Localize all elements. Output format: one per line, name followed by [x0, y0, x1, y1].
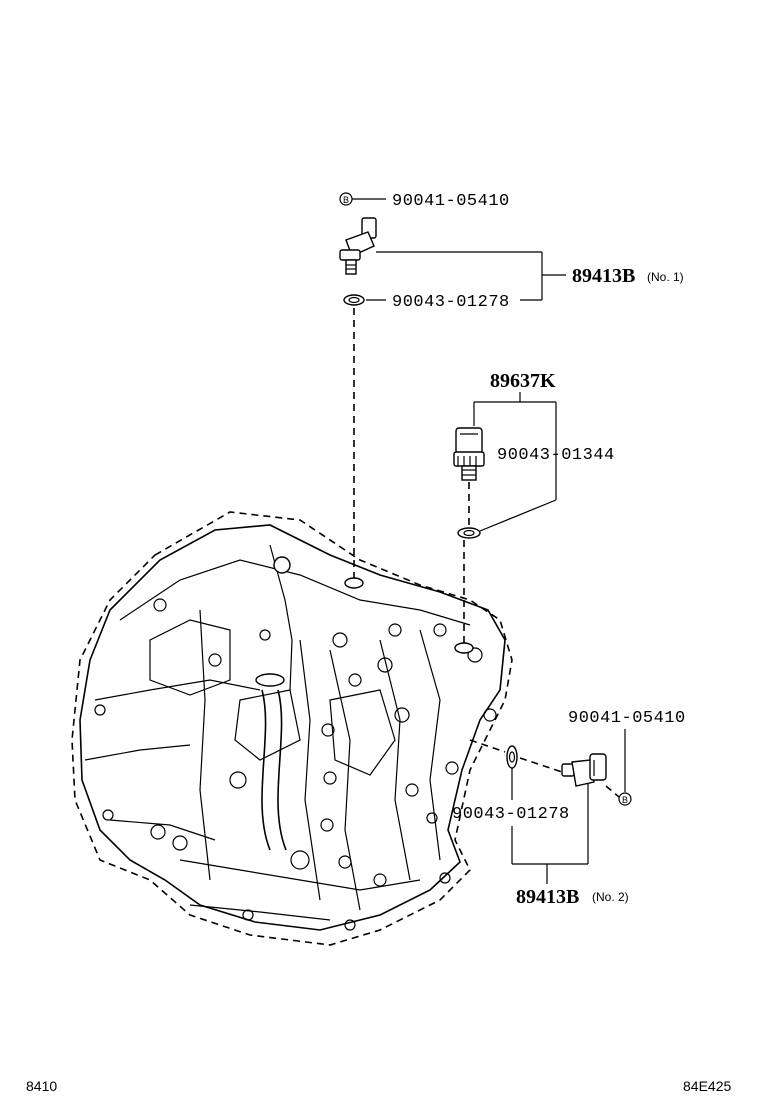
pressure-switch-group: 89637K 90043-01344 — [453, 370, 615, 643]
footer-right-code: 84E425 — [683, 1078, 731, 1094]
pressure-switch-icon — [453, 427, 485, 481]
bolt-marker-top: B — [343, 195, 349, 205]
oring-top-icon — [343, 294, 365, 306]
bolt-marker-right: B — [622, 795, 628, 805]
callout-oring-right: 90043-01278 — [452, 805, 570, 824]
callout-sensor-no1-suffix: (No. 1) — [647, 270, 684, 284]
callout-bolt-right: 90041-05410 — [568, 709, 686, 728]
callout-sensor-no2-code: 89413B — [516, 886, 579, 908]
callout-sensor-no1-code: 89413B — [572, 265, 635, 287]
speed-sensor-no1-icon — [339, 217, 377, 275]
speed-sensor-no2-icon — [561, 753, 607, 787]
callout-bolt-top: 90041-05410 — [392, 192, 510, 211]
speed-sensor-no2-group: 90041-05410 B 90043-01278 89413B (No. 2) — [452, 709, 686, 908]
callout-oring-top: 90043-01278 — [392, 293, 510, 312]
speed-sensor-no1-group: B 90041-05410 90043-01278 89413B (No. 1) — [339, 192, 684, 578]
transaxle-housing — [71, 511, 513, 946]
callout-switch-oring: 90043-01344 — [497, 446, 615, 465]
oring-switch-icon — [457, 527, 481, 539]
callout-switch-code: 89637K — [490, 370, 556, 392]
footer-left-code: 8410 — [26, 1078, 57, 1094]
callout-sensor-no2-suffix: (No. 2) — [592, 890, 629, 904]
oring-right-icon — [506, 745, 518, 769]
bolt-marker-right-circle — [618, 792, 632, 806]
